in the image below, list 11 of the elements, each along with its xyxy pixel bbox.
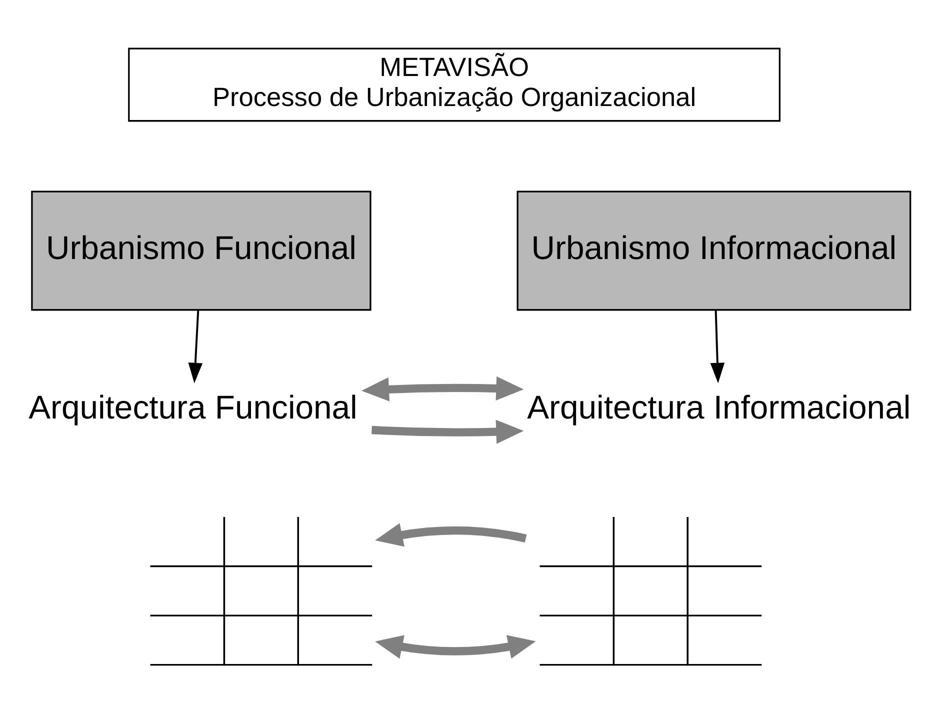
node-box: METAVISÃO Processo de Urbanização Organizacional <box>128 47 781 122</box>
arrow <box>188 309 203 383</box>
node-box: Urbanismo Funcional <box>31 190 372 310</box>
arrow <box>710 310 725 383</box>
arrow <box>361 376 524 401</box>
arrow <box>375 634 536 658</box>
arrow <box>375 522 527 546</box>
node-box: Urbanismo Informacional <box>516 190 912 310</box>
arrow <box>372 419 524 444</box>
node-text: Arquitectura Informacional <box>527 388 911 425</box>
node-text: Arquitectura Funcional <box>28 388 358 425</box>
